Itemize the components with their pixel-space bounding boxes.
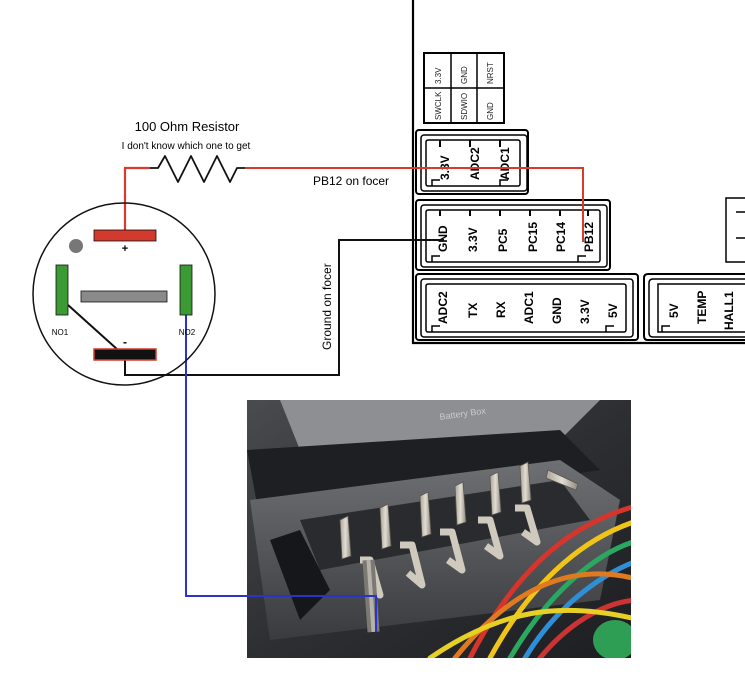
red-wire-plus (123, 166, 150, 230)
blue-wire-no2 (185, 305, 377, 632)
no1-label: NO1 (52, 328, 69, 337)
resistor-symbol (150, 155, 245, 183)
swd-header: 3.3V GND NRST SWCLK SDWIO GND (423, 52, 505, 124)
uart-pin-label: ADC1 (522, 291, 536, 324)
uart-pin-label: RX (494, 301, 508, 318)
ground-wire-label: Ground on focer (320, 263, 334, 350)
controller-board (411, 0, 745, 345)
limit-switch: + NO1 NO2 - (32, 202, 216, 386)
minus-label: - (123, 335, 127, 349)
uart-pin-label: TX (466, 303, 480, 318)
no1-contact (55, 264, 69, 316)
gpio-pin-label: 3.3V (466, 227, 480, 252)
adc-pin-label: ADC1 (498, 147, 512, 180)
plus-label: + (122, 243, 128, 255)
swd-pin-label: SDWIO (460, 93, 469, 120)
uart-pin-label: ADC2 (436, 291, 450, 324)
no2-contact (179, 264, 193, 316)
no2-label: NO2 (179, 328, 196, 337)
adc-pin-label: ADC2 (468, 147, 482, 180)
swd-pin-label: GND (460, 66, 469, 84)
swd-pin-label: GND (486, 102, 495, 120)
gpio-pin-label: PB12 (582, 222, 596, 252)
uart-pin-label: GND (550, 297, 564, 324)
swd-pin-label: NRST (486, 62, 495, 84)
switch-actuator (80, 290, 168, 303)
gpio-header: GND 3.3V PC5 PC15 PC14 PB12 (415, 199, 611, 271)
uart-header: ADC2 TX RX ADC1 GND 3.3V 5V (415, 273, 639, 341)
pb12-wire-label: PB12 on focer (313, 174, 389, 188)
hall-pin-label: HALL1 (722, 291, 736, 330)
switch-mount-hole (69, 239, 83, 253)
no1-jumper-wire (67, 304, 119, 351)
hall-pin-label: TEMP (695, 291, 709, 324)
swd-pin-label: SWCLK (434, 91, 443, 120)
gpio-pin-label: PC15 (526, 222, 540, 252)
swd-pin-label: 3.3V (434, 67, 443, 84)
uart-pin-label: 3.3V (578, 299, 592, 324)
partial-header (725, 197, 745, 263)
gpio-pin-label: GND (436, 225, 450, 252)
minus-terminal (93, 348, 157, 361)
hall-pin-label: 5V (667, 303, 681, 318)
gpio-pin-label: PC5 (496, 228, 510, 252)
gpio-pin-label: PC14 (554, 222, 568, 252)
uart-pin-label: 5V (606, 303, 620, 318)
plus-terminal (93, 229, 157, 242)
adc-header: 3.3V ADC2 ADC1 (415, 129, 529, 195)
hall-header: 5V TEMP HALL1 (643, 273, 745, 341)
ground-wire (124, 239, 444, 376)
resistor-title: 100 Ohm Resistor (135, 119, 240, 134)
connector-photo: Battery Box (247, 400, 631, 658)
resistor-subtitle: I don't know which one to get (122, 141, 251, 152)
